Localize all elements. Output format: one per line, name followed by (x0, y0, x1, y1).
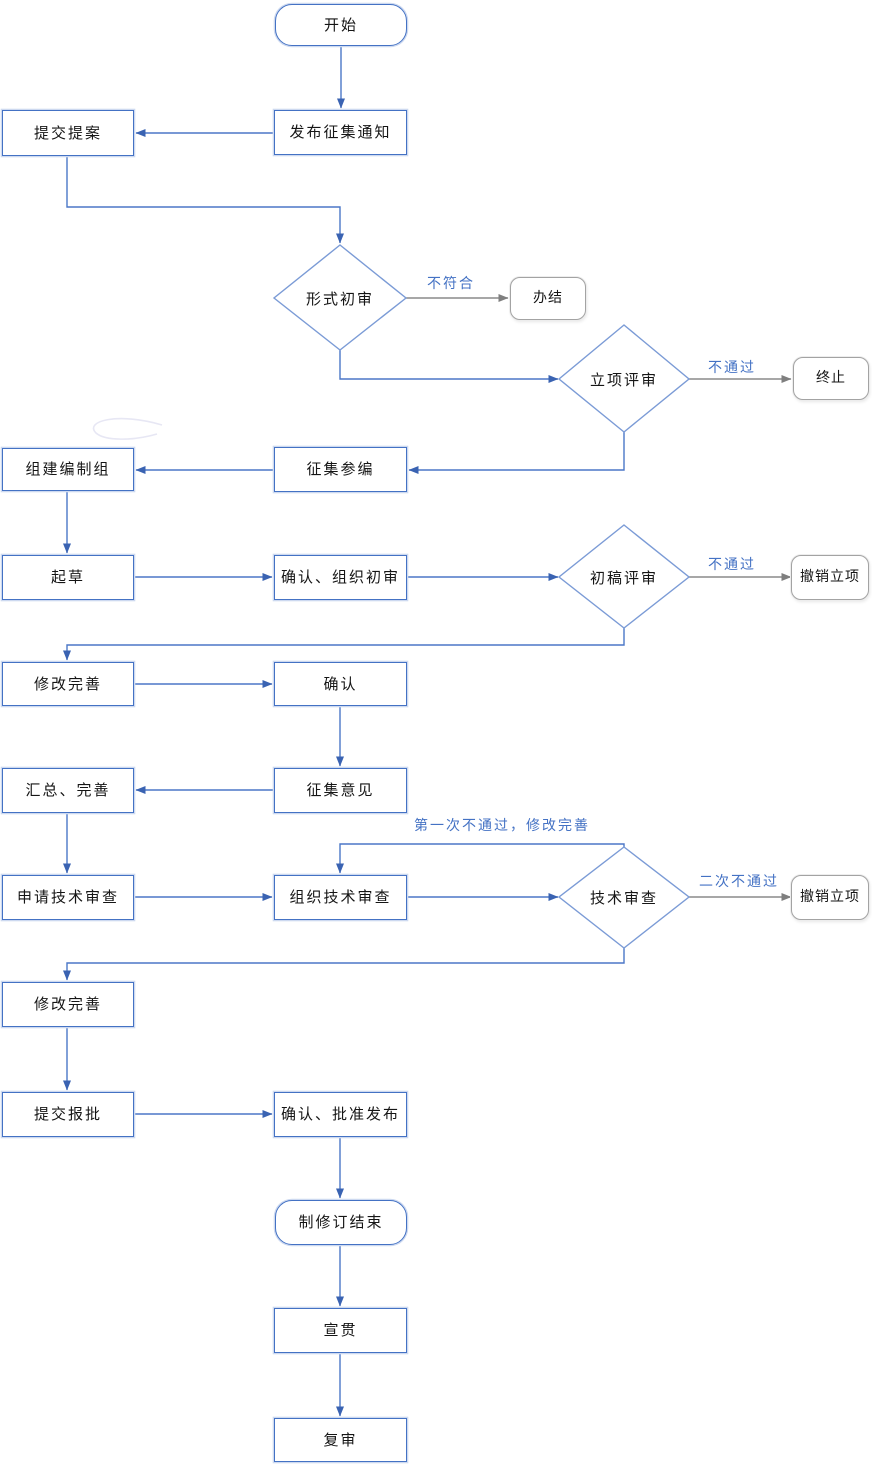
node-publish-notice: 发布征集通知 (274, 110, 407, 155)
decision-formal-review: 形式初审 (275, 275, 405, 321)
decision-tech-review-label: 技术审查 (589, 888, 658, 907)
terminal-terminate: 终止 (793, 357, 869, 400)
node-form-drafting-group-label: 组建编制组 (25, 460, 111, 479)
edge-label-second-fail: 二次不通过 (699, 874, 779, 890)
node-confirm-label: 确认 (323, 674, 358, 693)
decision-shape-formal-review (272, 244, 408, 351)
node-publish-notice-label: 发布征集通知 (289, 123, 392, 142)
node-summarize-improve-label: 汇总、完善 (25, 781, 111, 800)
node-submit-for-approval-label: 提交报批 (33, 1105, 102, 1124)
node-confirm-initial-review-label: 确认、组织初审 (280, 568, 400, 587)
node-summarize-improve: 汇总、完善 (2, 768, 134, 813)
node-revise-improve-2-label: 修改完善 (33, 995, 102, 1014)
node-draft: 起草 (2, 555, 134, 600)
decision-first-draft-review-label: 初稿评审 (589, 568, 658, 587)
node-form-drafting-group: 组建编制组 (2, 448, 134, 491)
edge-tech-review-feedback (336, 843, 625, 874)
decision-shape-first-draft-review (557, 524, 691, 629)
node-confirm: 确认 (274, 662, 407, 706)
node-start-label: 开始 (323, 15, 358, 34)
node-confirm-approve-publish: 确认、批准发布 (274, 1092, 407, 1137)
node-final-review-label: 复审 (323, 1430, 358, 1449)
decision-shape-tech-review (557, 846, 691, 949)
node-start: 开始 (275, 4, 407, 46)
decision-shape-project-review (557, 324, 691, 433)
decision-project-review-label: 立项评审 (589, 370, 658, 389)
node-revise-improve-2: 修改完善 (2, 982, 134, 1027)
node-submit-proposal-label: 提交提案 (33, 123, 102, 142)
node-submit-for-approval: 提交报批 (2, 1092, 134, 1137)
node-revision-complete: 制修订结束 (275, 1200, 407, 1245)
node-organize-tech-review: 组织技术审查 (274, 875, 407, 920)
decision-formal-review-label: 形式初审 (305, 289, 374, 308)
node-organize-tech-review-label: 组织技术审查 (289, 888, 392, 907)
decision-tech-review: 技术审查 (559, 874, 689, 920)
node-solicit-opinions-label: 征集意见 (306, 781, 375, 800)
node-final-review: 复审 (274, 1418, 407, 1462)
terminal-revoke-project-1: 撤销立项 (791, 555, 869, 600)
decorative-swoosh (92, 417, 163, 440)
node-submit-proposal: 提交提案 (2, 110, 134, 156)
node-solicit-opinions: 征集意见 (274, 768, 407, 813)
edge-label-not-pass-draft: 不通过 (708, 557, 756, 573)
node-promote: 宣贯 (274, 1308, 407, 1353)
edge-formal-review-to-project-review (339, 350, 559, 383)
node-collect-participants: 征集参编 (274, 447, 407, 492)
terminal-close-case: 办结 (510, 277, 586, 320)
decision-first-draft-review: 初稿评审 (559, 554, 689, 600)
edge-label-not-pass-project: 不通过 (708, 360, 756, 376)
edge-label-not-conform: 不符合 (427, 276, 475, 292)
terminal-revoke-project-2-label: 撤销立项 (800, 888, 860, 905)
node-draft-label: 起草 (50, 568, 85, 587)
terminal-revoke-project-1-label: 撤销立项 (800, 568, 860, 585)
node-apply-tech-review-label: 申请技术审查 (16, 888, 119, 907)
node-revision-complete-label: 制修订结束 (298, 1213, 384, 1232)
node-apply-tech-review: 申请技术审查 (2, 875, 134, 920)
edge-project-review-to-collect (408, 432, 625, 474)
node-revise-improve-1-label: 修改完善 (33, 674, 102, 693)
node-promote-label: 宣贯 (323, 1321, 358, 1340)
node-revise-improve-1: 修改完善 (2, 662, 134, 706)
terminal-close-case-label: 办结 (533, 289, 563, 306)
edge-submit-to-formal-review (66, 156, 344, 244)
node-collect-participants-label: 征集参编 (306, 460, 375, 479)
edge-label-first-fail: 第一次不通过，修改完善 (414, 818, 590, 834)
node-confirm-initial-review: 确认、组织初审 (274, 555, 407, 600)
terminal-terminate-label: 终止 (816, 369, 846, 386)
edge-tech-review-to-revise2 (63, 948, 625, 981)
terminal-revoke-project-2: 撤销立项 (791, 875, 869, 920)
decision-project-review: 立项评审 (559, 356, 689, 402)
node-confirm-approve-publish-label: 确认、批准发布 (280, 1105, 400, 1124)
edge-first-draft-review-to-revise1 (63, 628, 625, 661)
